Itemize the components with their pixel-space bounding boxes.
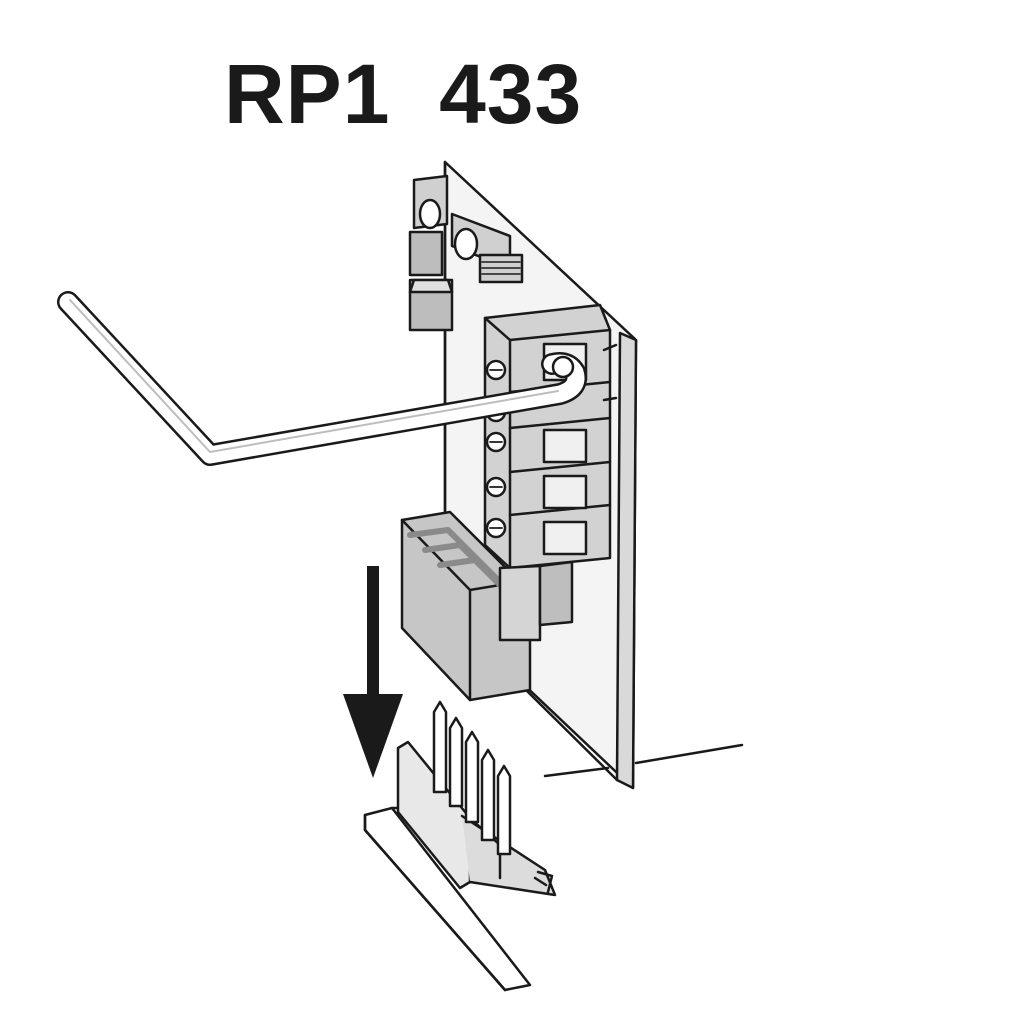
diagram-title: RP1 433 <box>224 47 583 141</box>
top-capacitors <box>408 174 524 332</box>
antenna-wire <box>57 291 587 466</box>
terminal-block <box>483 303 618 570</box>
header-pin <box>432 700 448 794</box>
header-pin <box>480 748 496 842</box>
background-line <box>634 743 744 765</box>
board-connector <box>400 510 574 702</box>
header-pin <box>496 764 512 856</box>
pin-header <box>396 700 557 897</box>
header-pin <box>464 730 480 824</box>
background-line <box>543 766 610 778</box>
base-pcb <box>363 806 532 992</box>
down-arrow-icon <box>343 566 403 778</box>
header-pin <box>448 716 464 808</box>
